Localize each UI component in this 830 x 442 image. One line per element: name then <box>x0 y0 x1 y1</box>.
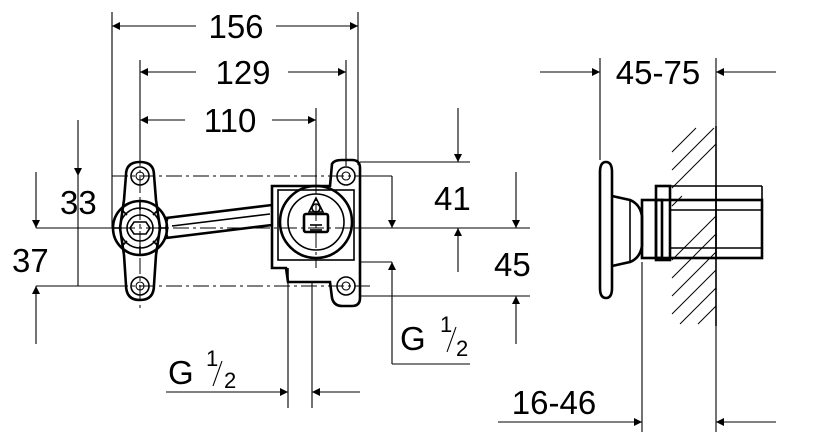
thread-bottom-num: 1 <box>206 346 218 371</box>
dimension-33: 33 <box>60 120 97 286</box>
label-37: 37 <box>12 242 49 279</box>
thread-right-num: 1 <box>440 312 452 337</box>
front-view: 156 129 110 33 37 <box>12 8 531 408</box>
thread-bottom: G 1 2 <box>166 346 360 396</box>
label-41: 41 <box>434 180 471 217</box>
body-side <box>640 184 764 262</box>
label-33: 33 <box>60 184 97 221</box>
side-view: 45-75 16-46 <box>498 54 776 432</box>
thread-bottom-den: 2 <box>224 368 236 393</box>
dimension-45-75: 45-75 <box>540 54 776 91</box>
label-45-75: 45-75 <box>616 54 700 91</box>
extension-lines <box>36 12 530 408</box>
side-extension-lines <box>599 58 717 432</box>
center-lines <box>92 150 390 312</box>
label-16-46: 16-46 <box>512 384 596 421</box>
dimension-129: 129 <box>140 54 346 91</box>
label-110: 110 <box>204 102 257 139</box>
dimension-41: 41 <box>434 108 471 272</box>
thread-right-den: 2 <box>456 336 468 361</box>
rosette <box>598 160 644 300</box>
thread-right: G 1 2 <box>388 176 470 365</box>
thread-bottom-prefix: G <box>168 354 203 391</box>
dimension-156: 156 <box>112 8 358 45</box>
label-129: 129 <box>215 54 270 91</box>
dimension-16-46: 16-46 <box>498 384 776 426</box>
wall-section <box>671 126 717 326</box>
dimension-110: 110 <box>140 102 316 139</box>
dimension-37: 37 <box>12 172 49 344</box>
label-45: 45 <box>494 246 531 283</box>
thread-right-prefix: G <box>400 320 435 357</box>
label-156: 156 <box>208 8 263 45</box>
dimension-45: 45 <box>494 172 531 344</box>
connecting-pipe <box>165 203 273 240</box>
